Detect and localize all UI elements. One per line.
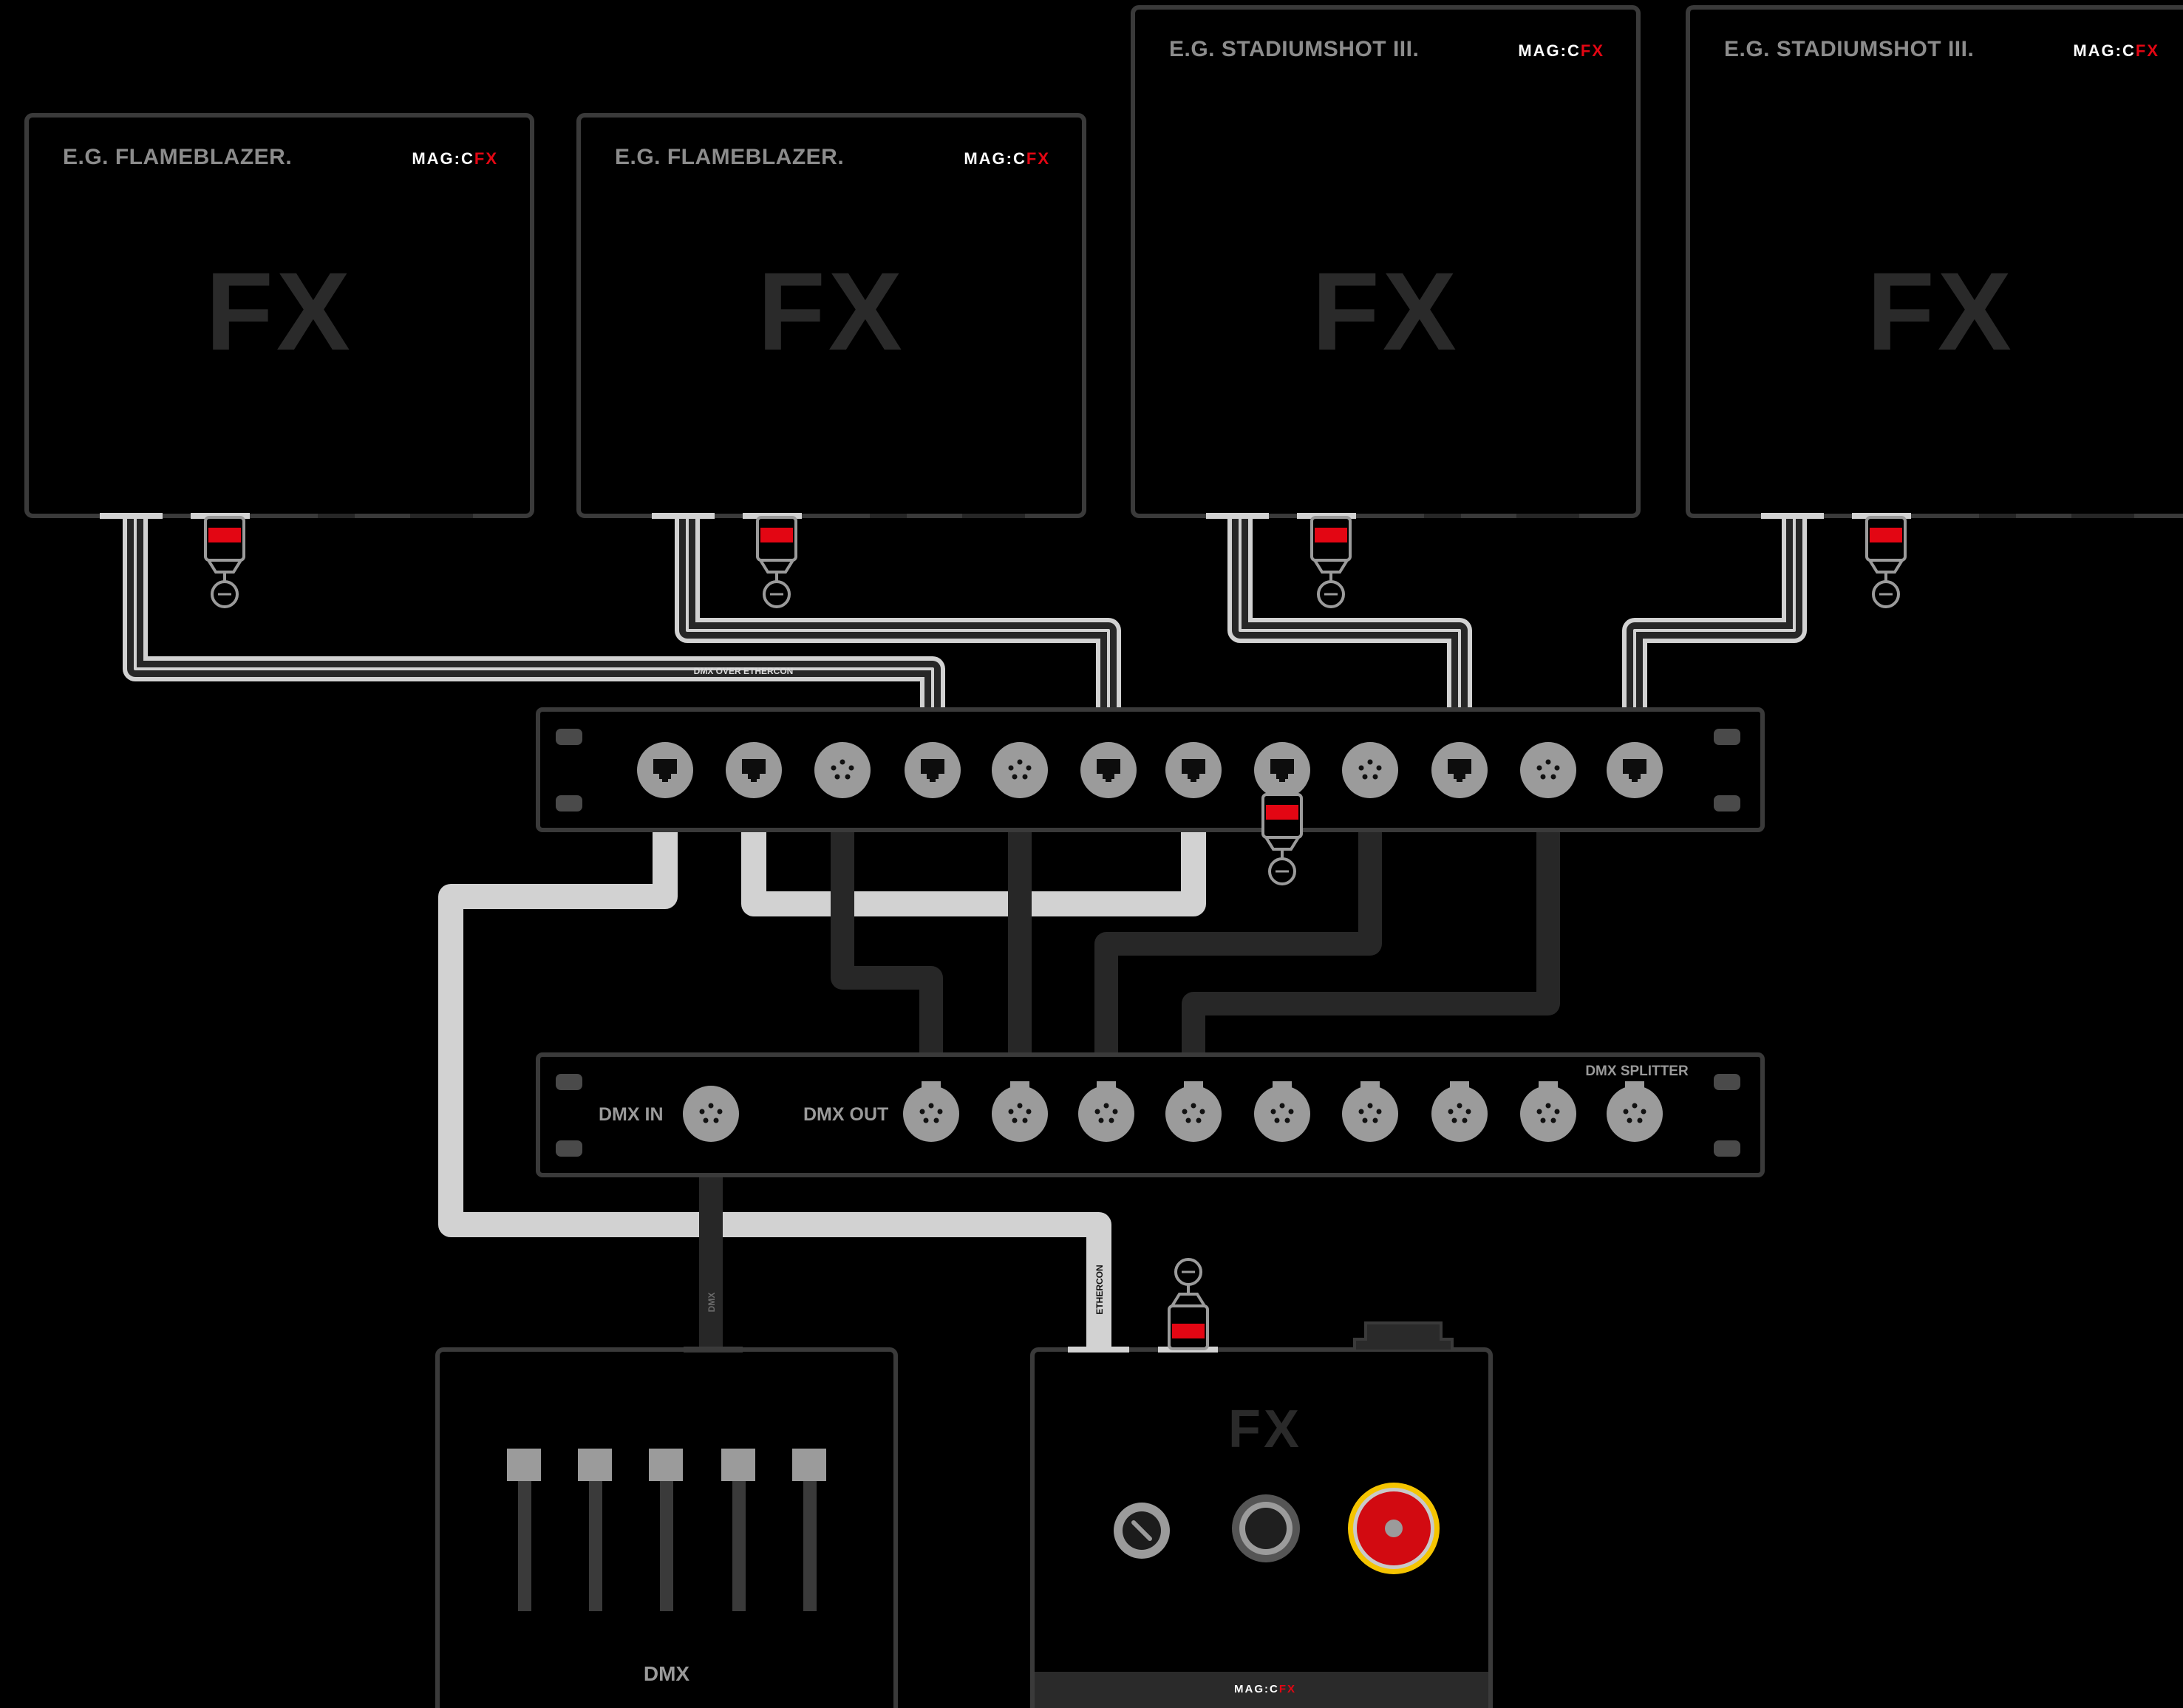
ethercon-port-icon[interactable] [637, 742, 693, 798]
xlr-5pin-port-icon[interactable] [1342, 742, 1398, 798]
console-label: DMX [644, 1662, 690, 1685]
ethercon-port-icon[interactable] [1607, 742, 1663, 798]
device-title: E.G. STADIUMSHOT III. [1169, 37, 1419, 61]
fx-watermark: FX [1228, 1400, 1302, 1459]
fader-icon[interactable] [578, 1449, 612, 1611]
xlr-5pin-port-icon[interactable] [1607, 1086, 1663, 1142]
power-plug-icon[interactable] [1865, 516, 1907, 608]
fx-watermark: FX [757, 249, 905, 373]
dmx-splitter: DMX IN DMX OUT DMX SPLITTER [536, 1052, 1765, 1177]
ethercon-port-icon[interactable] [726, 742, 782, 798]
ethercon-label: ETHERCON [1094, 1265, 1105, 1314]
xlr-5pin-port-icon[interactable] [683, 1086, 739, 1142]
device-stadiumshot-1: E.G. STADIUMSHOT III. MAG:CFX FX [1131, 5, 1641, 608]
cable-dmx-out-3 [1094, 770, 1382, 1112]
ethercon-port-icon[interactable] [1431, 742, 1488, 798]
dmx-out-label: DMX OUT [803, 1104, 888, 1125]
magicfx-logo: MAG:CFX [2073, 41, 2159, 60]
device-flameblazer-1: E.G. FLAMEBLAZER. MAG:CFX FX [24, 113, 534, 608]
power-plug-icon[interactable] [756, 516, 797, 608]
dmx-cable-label: DMX [706, 1293, 717, 1313]
dmx-splitter-label: DMX SPLITTER [1585, 1064, 1689, 1079]
fader-icon[interactable] [721, 1449, 755, 1611]
ethercon-port-icon[interactable] [1165, 742, 1222, 798]
power-plug-icon[interactable] [1169, 1259, 1208, 1349]
xlr-5pin-port-icon[interactable] [1520, 1086, 1576, 1142]
dmx-in-label: DMX IN [599, 1104, 664, 1125]
fx-watermark: FX [1312, 249, 1460, 373]
dmx-over-ethercon-label: DMX OVER ETHERCON [694, 666, 794, 676]
fx-watermark: FX [1867, 249, 2015, 373]
emergency-stop-icon[interactable] [1348, 1483, 1440, 1574]
cable-group: DMX OVER ETHERCON ETHERCON DMX [123, 517, 1807, 1349]
patch-panel [536, 707, 1765, 885]
device-title: E.G. FLAMEBLAZER. [615, 145, 844, 169]
power-plug-icon[interactable] [1310, 516, 1352, 608]
xlr-5pin-port-icon[interactable] [1431, 1086, 1488, 1142]
power-plug-icon[interactable] [204, 516, 245, 608]
dmx-console: DMX [435, 1347, 898, 1708]
arm-button-icon[interactable] [1232, 1494, 1300, 1562]
xlr-5pin-port-icon[interactable] [992, 1086, 1048, 1142]
fader-icon[interactable] [649, 1449, 683, 1611]
xlr-5pin-port-icon[interactable] [1165, 1086, 1222, 1142]
cable-ethercon-patch [741, 770, 1206, 916]
device-stadiumshot-2: E.G. STADIUMSHOT III. MAG:CFX FX [1686, 5, 2183, 608]
ethercon-port-icon[interactable] [1080, 742, 1137, 798]
cable-stadiumshot-2 [1622, 517, 1807, 770]
xlr-5pin-port-icon[interactable] [1078, 1086, 1134, 1142]
xlr-5pin-port-icon[interactable] [814, 742, 871, 798]
device-title: E.G. FLAMEBLAZER. [63, 145, 292, 169]
cable-flameblazer-2 [675, 517, 1121, 770]
magicfx-logo: MAG:CFX [1518, 41, 1604, 60]
xlr-5pin-port-icon[interactable] [992, 742, 1048, 798]
cable-stadiumshot-1 [1227, 517, 1472, 770]
key-switch-icon[interactable] [1114, 1503, 1170, 1559]
power-plug-icon[interactable] [1261, 793, 1303, 885]
magicfx-logo: MAG:CFX [1234, 1683, 1296, 1695]
magicfx-logo: MAG:CFX [412, 149, 498, 168]
magicfx-logo: MAG:CFX [964, 149, 1050, 168]
fx-watermark: FX [205, 249, 353, 373]
cable-ethercon-controller [438, 770, 1111, 1349]
fader-icon[interactable] [792, 1449, 826, 1611]
xlr-5pin-port-icon[interactable] [1342, 1086, 1398, 1142]
xlr-5pin-port-icon[interactable] [903, 1086, 959, 1142]
fader-icon[interactable] [507, 1449, 541, 1611]
xlr-5pin-port-icon[interactable] [1254, 1086, 1310, 1142]
device-title: E.G. STADIUMSHOT III. [1724, 37, 1974, 61]
ethercon-port-icon[interactable] [905, 742, 961, 798]
ethercon-port-icon[interactable] [1254, 742, 1310, 798]
fx-controller: FX MAG:CFX [1030, 1259, 1493, 1708]
device-flameblazer-2: E.G. FLAMEBLAZER. MAG:CFX FX [576, 113, 1086, 608]
xlr-5pin-port-icon[interactable] [1520, 742, 1576, 798]
cable-dmx-out-1 [831, 770, 943, 1112]
